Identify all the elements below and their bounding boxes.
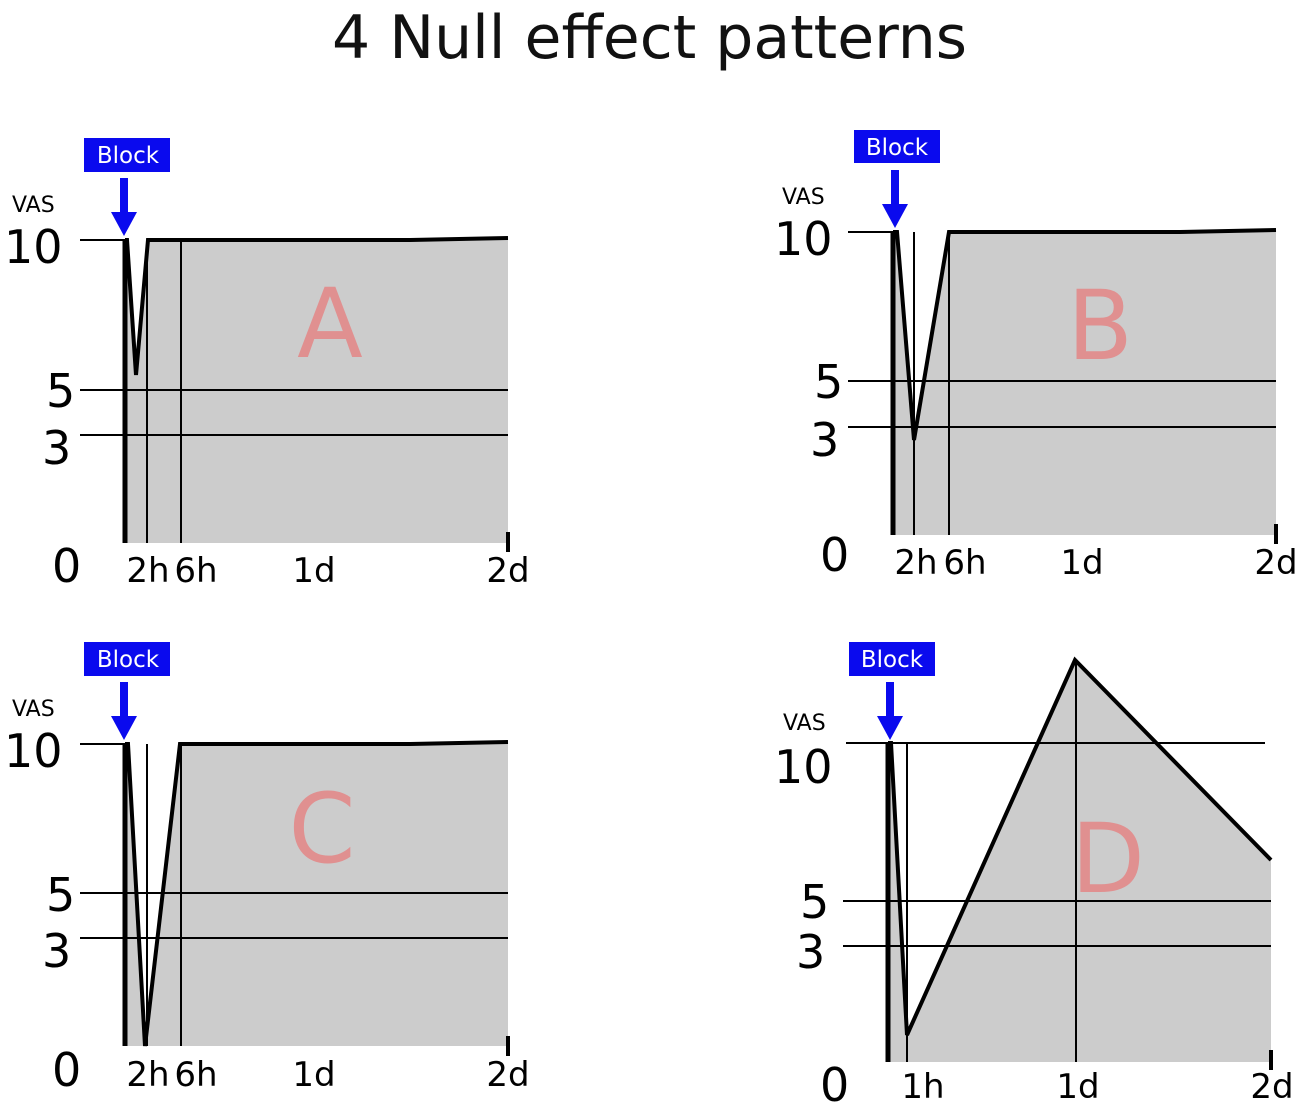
y-axis-label: VAS: [12, 193, 55, 218]
vas-curve: [893, 228, 1277, 441]
panel-letter: A: [297, 268, 363, 380]
y-tick-0: 0: [52, 539, 81, 593]
y-tick-10: 10: [4, 220, 63, 274]
block-label: Block: [97, 647, 160, 673]
x-tick-2d: 2d: [486, 1055, 529, 1095]
area-fill: [888, 660, 1271, 1062]
block-arrow-head: [882, 204, 908, 228]
block-badge: [854, 130, 940, 163]
x-tick-1d: 1d: [292, 551, 335, 591]
y-tick-3: 3: [42, 421, 71, 475]
y-tick-10: 10: [4, 724, 63, 778]
block-arrow-head: [111, 716, 137, 740]
page-title: 4 Null effect patterns: [331, 3, 968, 73]
vas-curve: [125, 740, 509, 1047]
x-tick-1d: 1d: [1060, 543, 1103, 583]
area-fill: [893, 230, 1276, 535]
block-label: Block: [97, 143, 160, 169]
y-tick-5: 5: [46, 364, 75, 418]
vas-curve: [125, 236, 509, 376]
block-label: Block: [866, 135, 929, 161]
y-tick-5: 5: [800, 875, 829, 929]
x-tick-2h: 2h: [126, 551, 169, 591]
x-tick-1h: 1h: [901, 1067, 944, 1107]
block-badge: [849, 642, 935, 676]
x-tick-2h: 2h: [894, 543, 937, 583]
y-tick-3: 3: [796, 925, 825, 979]
x-tick-1d: 1d: [292, 1055, 335, 1095]
x-tick-2d: 2d: [486, 551, 529, 591]
x-tick-6h: 6h: [943, 543, 986, 583]
y-tick-3: 3: [42, 924, 71, 978]
x-tick-6h: 6h: [174, 1055, 217, 1095]
block-arrow-head: [111, 212, 137, 236]
y-tick-10: 10: [774, 740, 833, 794]
y-tick-0: 0: [52, 1043, 81, 1097]
y-tick-0: 0: [820, 1058, 849, 1112]
block-badge: [84, 138, 170, 172]
panel-letter: C: [288, 773, 355, 885]
y-axis-label: VAS: [783, 711, 826, 736]
x-tick-2d: 2d: [1254, 543, 1297, 583]
x-tick-2h: 2h: [126, 1055, 169, 1095]
panel-letter: B: [1067, 270, 1133, 382]
block-badge: [84, 642, 170, 676]
x-tick-6h: 6h: [174, 551, 217, 591]
block-arrow-head: [877, 716, 903, 740]
y-axis-label: VAS: [782, 185, 825, 210]
y-tick-10: 10: [774, 212, 833, 266]
block-label: Block: [861, 647, 924, 673]
x-tick-1d: 1d: [1056, 1067, 1099, 1107]
vas-curve: [888, 656, 1273, 1036]
panel-letter: D: [1071, 803, 1145, 915]
y-tick-5: 5: [46, 868, 75, 922]
y-tick-0: 0: [820, 528, 849, 582]
x-tick-2d: 2d: [1250, 1067, 1293, 1107]
y-tick-3: 3: [810, 413, 839, 467]
y-tick-5: 5: [814, 355, 843, 409]
y-axis-label: VAS: [12, 697, 55, 722]
